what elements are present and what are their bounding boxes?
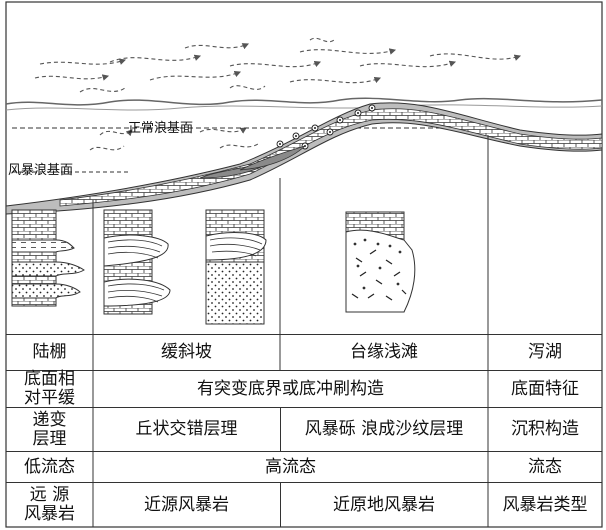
shoal-column: [345, 211, 416, 313]
zone-platform-shoal-label: 台缘浅滩: [350, 342, 418, 362]
shelf-column: [11, 209, 85, 307]
water-surface-line: [5, 97, 603, 106]
row4-col1: 远 源 风暴岩: [24, 485, 75, 524]
row4-col2b: 近原地风暴岩: [333, 494, 435, 515]
normal-wave-base-label: 正常浪基面: [128, 121, 193, 136]
slope-column-left: [103, 209, 171, 315]
zone-shelf-label: 陆棚: [32, 342, 67, 362]
row1-col2: 有突变底界或底冲刷构造: [197, 378, 384, 399]
outer-frame: [5, 1, 603, 528]
zone-dividers: [92, 135, 489, 527]
row2-col2b: 风暴砾 浪成沙纹层理: [304, 419, 464, 439]
storm-wave-base-label: 风暴浪基面: [8, 163, 73, 178]
row1-col3: 底面特征: [511, 378, 579, 399]
row3-col2: 高流态: [265, 456, 316, 477]
table-top-line: [6, 334, 602, 335]
row4-col2a: 近源风暴岩: [144, 494, 229, 515]
row4-col3: 风暴岩类型: [502, 494, 588, 515]
zone-lagoon-label: 泻湖: [528, 342, 562, 362]
ramp-strata: [5, 102, 603, 215]
slope-column-right: [205, 209, 267, 325]
row3-col3: 流态: [528, 456, 562, 477]
zone-gentle-slope-label: 缓斜坡: [161, 342, 212, 362]
storm-current-arrows: [34, 37, 522, 151]
row2-col3: 沉积构造: [511, 419, 579, 439]
row2-col1: 递变 层理: [32, 409, 67, 449]
row1-col1: 底面相 对平缓: [24, 369, 75, 408]
row2-col2a: 丘状交错层理: [135, 419, 238, 439]
row3-col1: 低流态: [24, 456, 75, 477]
